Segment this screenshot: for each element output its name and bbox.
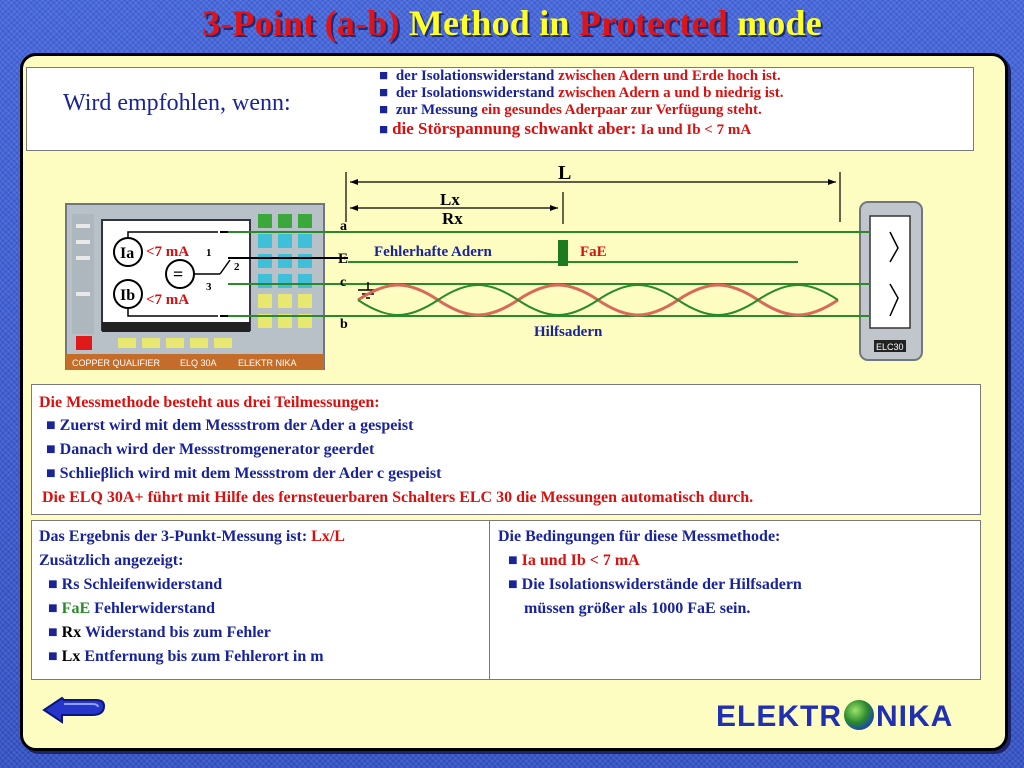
length-Lx-label: Lx: [440, 190, 460, 209]
title-part-2: Method in: [408, 3, 579, 43]
recommendation-item: ■die Störspannung schwankt aber: Ia und …: [379, 119, 752, 138]
fault-resistance-label: FaE: [580, 244, 607, 260]
wire-c-label: c: [340, 275, 346, 290]
device-power-button: [76, 336, 92, 350]
remote-switch-label: ELC30: [876, 342, 904, 352]
title-part-1: 3-Point (a-b): [202, 3, 409, 43]
result-additional-label: Zusätzlich angezeigt:: [39, 552, 184, 569]
recommendation-box: Wird empfohlen, wenn: ■ der Isolationswi…: [26, 67, 974, 151]
device-keypad: [118, 214, 312, 348]
rec-text: der Isolationswiderstand: [395, 85, 559, 101]
method-description-box: Die Messmethode besteht aus drei Teilmes…: [31, 384, 981, 515]
condition-item-2-cont: müssen größer als 1000 FaE sein.: [524, 600, 751, 617]
desc-step-2: ■ Danach wird der Messstromgenerator gee…: [46, 441, 375, 458]
ammeter-ib-label: Ib: [120, 287, 135, 304]
switch-lever: [219, 259, 231, 275]
fault-resistor: [558, 240, 568, 266]
rec-text: der Isolationswiderstand: [395, 68, 559, 84]
desc-step-1: ■ Zuerst wird mit dem Messstrom der Ader…: [46, 417, 414, 434]
rec-text: zur Messung: [395, 102, 482, 118]
aux-cable-green: [357, 284, 839, 316]
rec-text-highlight: ein gesundes Aderpaar zur Verfügung steh…: [481, 102, 762, 118]
desc-step-3: ■ Schlieβlich wird mit dem Messstrom der…: [46, 465, 442, 482]
device-maker-label: ELEKTR NIKA: [238, 358, 297, 368]
result-heading: Das Ergebnis der 3-Punkt-Messung ist: Lx…: [39, 528, 345, 545]
desc-summary: Die ELQ 30A+ führt mit Hilfe des fernste…: [42, 489, 754, 506]
result-item-lx: ■ Lx Entfernung bis zum Fehlerort in m: [48, 648, 324, 665]
recommendation-item: ■ der Isolationswiderstand zwischen Ader…: [379, 68, 781, 84]
result-item-fae: ■ FaE Fehlerwiderstand: [48, 600, 215, 617]
recommendation-item: ■ zur Messung ein gesundes Aderpaar zur …: [379, 102, 762, 118]
result-item-rs: ■ Rs Schleifenwiderstand: [48, 576, 223, 593]
wire-a-label: a: [340, 219, 347, 234]
back-arrow-icon[interactable]: [40, 692, 110, 728]
desc-heading: Die Messmethode besteht aus drei Teilmes…: [39, 394, 380, 411]
elektronika-logo: ELEKTR NIKA: [716, 700, 953, 734]
rec-text-highlight: zwischen Adern a und b niedrig ist.: [558, 85, 784, 101]
resistance-Rx-label: Rx: [442, 209, 463, 228]
dimension-lines: [345, 172, 841, 224]
logo-text-left: ELEKTR: [716, 700, 842, 733]
conditions-heading: Die Bedingungen für diese Messmethode:: [498, 528, 781, 545]
rec-text-highlight: zwischen Adern und Erde hoch ist.: [558, 68, 781, 84]
rec-text-highlight: die Störspannung schwankt aber:: [392, 119, 641, 138]
current-limit-a: <7 mA: [146, 244, 189, 260]
recommendation-label: Wird empfohlen, wenn:: [63, 90, 291, 116]
device-elq30a: COPPER QUALIFIER ELQ 30A ELEKTR NIKA Ia …: [65, 203, 325, 370]
device-model-label: ELQ 30A: [180, 358, 217, 368]
faulty-wires-label: Fehlerhafte Adern: [374, 244, 493, 260]
title-part-4: mode: [727, 3, 822, 43]
switch-pos-3: 3: [206, 281, 212, 293]
recommendation-list: ■ der Isolationswiderstand zwischen Ader…: [379, 68, 784, 139]
rec-text-highlight: Ia und Ib < 7 mA: [640, 122, 752, 138]
wiring-diagram: COPPER QUALIFIER ELQ 30A ELEKTR NIKA Ia …: [58, 152, 928, 370]
device-label-strip: [66, 354, 324, 370]
condition-item-2: ■ Die Isolationswiderstände der Hilfsade…: [508, 576, 802, 593]
device-brand-label: COPPER QUALIFIER: [72, 358, 161, 368]
current-limit-b: <7 mA: [146, 292, 189, 308]
ammeter-ia-label: Ia: [120, 245, 134, 262]
slide-title: 3-Point (a-b) Method in Protected mode: [0, 2, 1024, 44]
device-side-labels: [72, 214, 94, 334]
conditions-box: Die Bedingungen für diese Messmethode: ■…: [489, 520, 981, 680]
svg-text:=: =: [173, 264, 183, 284]
result-box: Das Ergebnis der 3-Punkt-Messung ist: Lx…: [31, 520, 491, 680]
aux-wires-label: Hilfsadern: [534, 324, 603, 340]
recommendation-item: ■ der Isolationswiderstand zwischen Ader…: [379, 85, 784, 101]
result-item-rx: ■ Rx Widerstand bis zum Fehler: [48, 624, 271, 641]
title-part-3: Protected: [578, 3, 728, 43]
wire-b-label: b: [340, 317, 348, 332]
switch-pos-2: 2: [234, 261, 240, 273]
remote-switch-elc30: ELC30: [842, 201, 923, 361]
switch-pos-1: 1: [206, 247, 212, 259]
globe-icon: [844, 700, 874, 730]
wire-E-label: E: [338, 251, 348, 267]
length-L-label: L: [558, 162, 571, 184]
logo-text-right: NIKA: [876, 700, 954, 733]
condition-item-1: ■ Ia und Ib < 7 mA: [508, 552, 640, 569]
ground-symbol: [358, 282, 378, 299]
